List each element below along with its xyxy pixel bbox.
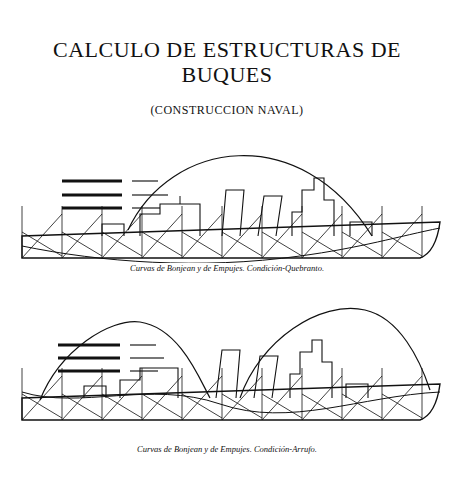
- bonjean-stroke: [342, 214, 382, 258]
- bonjean-stroke: [382, 376, 422, 420]
- bonjean-stroke: [382, 214, 422, 258]
- bonjean-stroke: [382, 394, 422, 418]
- bonjean-stroke: [262, 394, 302, 418]
- bonjean-stroke: [102, 394, 142, 418]
- bonjean-stroke: [22, 232, 62, 256]
- bonjean-stroke: [182, 214, 222, 258]
- bonjean-stroke: [382, 232, 422, 256]
- bonjean-stroke: [182, 232, 222, 256]
- bonjean-stroke: [142, 394, 182, 418]
- bonjean-stroke: [342, 394, 382, 418]
- bonjean-stroke: [302, 376, 342, 420]
- bonjean-stroke: [62, 394, 102, 418]
- hogging-ship: [22, 156, 440, 264]
- bonjean-stroke: [102, 232, 142, 256]
- legend-bars: [62, 181, 122, 208]
- bonjean-stroke: [302, 394, 342, 418]
- bonjean-stroke: [342, 232, 382, 256]
- page-title: CALCULO DE ESTRUCTURAS DE BUQUES: [52, 38, 402, 87]
- bonjean-stroke: [262, 214, 302, 258]
- bonjean-stroke: [142, 376, 182, 420]
- bonjean-stroke: [62, 214, 102, 258]
- subtitle: (CONSTRUCCION NAVAL): [77, 103, 377, 117]
- bonjean-stroke: [182, 394, 222, 418]
- bonjean-stroke: [62, 232, 102, 256]
- bonjean-stroke: [262, 376, 302, 420]
- bonjean-stroke: [142, 214, 182, 258]
- bonjean-stroke: [62, 376, 102, 420]
- bonjean-stroke: [222, 376, 262, 420]
- bonjean-stroke: [22, 394, 62, 418]
- bonjean-stroke: [422, 368, 423, 420]
- bonjean-stroke: [262, 232, 302, 256]
- bonjean-stroke: [302, 232, 342, 256]
- sagging-ship: [22, 308, 440, 420]
- bonjean-stroke: [222, 394, 262, 418]
- bonjean-stroke: [22, 376, 62, 420]
- figure-caption: Curvas de Bonjean y de Empujes. Condició…: [27, 444, 427, 454]
- bonjean-stroke: [222, 232, 262, 256]
- bonjean-stroke: [422, 206, 423, 258]
- bonjean-stroke: [22, 214, 62, 258]
- bonjean-stroke: [102, 214, 142, 258]
- bonjean-stroke: [182, 376, 222, 420]
- figure-caption: Curvas de Bonjean y de Empujes. Condició…: [27, 263, 427, 273]
- bonjean-stroke: [302, 214, 342, 258]
- bonjean-stroke: [102, 376, 142, 420]
- bonjean-stroke: [342, 376, 382, 420]
- bonjean-stroke: [222, 214, 262, 258]
- bonjean-stroke: [142, 232, 182, 256]
